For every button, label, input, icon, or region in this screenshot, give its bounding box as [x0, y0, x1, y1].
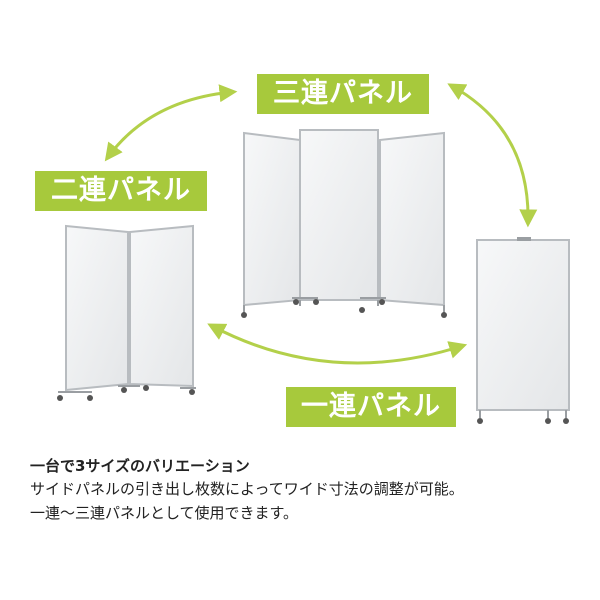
- caption-line-2: 一連～三連パネルとして使用できます。: [30, 504, 299, 522]
- one-panel-label: 一連パネル: [301, 391, 441, 422]
- caption-title: 一台で3サイズのバリエーション: [30, 457, 250, 475]
- one-panel-label-bg: [286, 387, 456, 427]
- caption: 一台で3サイズのバリエーション サイドパネルの引き出し枚数によってワイド寸法の調…: [30, 455, 575, 525]
- three-panel-screen: [241, 129, 447, 318]
- one-panel-screen: [476, 237, 570, 424]
- two-panel-label: 二連パネル: [51, 175, 191, 206]
- two-panel-screen: [57, 224, 196, 401]
- three-panel-label: 三連パネル: [273, 78, 413, 109]
- arrow-three-to-one: [447, 83, 538, 228]
- caption-line-1: サイドパネルの引き出し枚数によってワイド寸法の調整が可能。: [30, 480, 464, 498]
- two-panel-label-bg: [35, 171, 207, 211]
- arrow-two-to-three: [104, 84, 238, 162]
- three-panel-label-bg: [257, 74, 429, 114]
- arrow-two-to-one: [207, 323, 468, 365]
